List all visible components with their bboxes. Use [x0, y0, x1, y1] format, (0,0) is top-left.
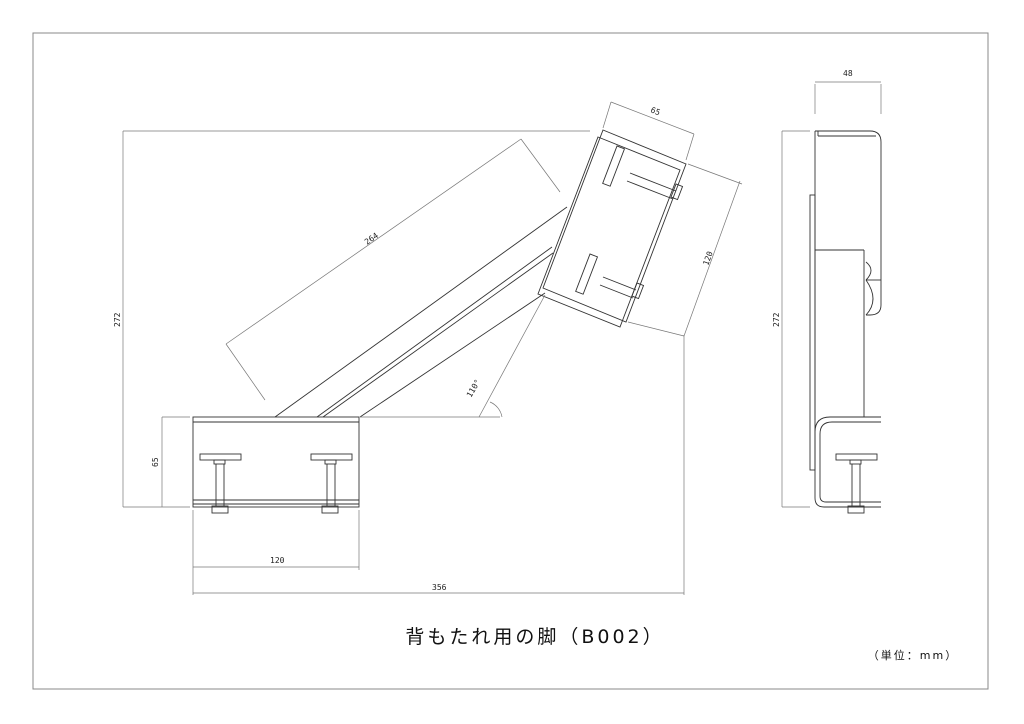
top-bolt-upper: [602, 145, 684, 201]
clamp-bolt-left: [199, 453, 242, 514]
clamp-bolt-right: [310, 453, 353, 514]
dim-top-bracket-width: 65: [649, 105, 661, 117]
dim-side-width: 48: [843, 69, 853, 78]
dim-top-bracket-length: 120: [701, 250, 714, 267]
side-profile: [815, 130, 882, 316]
unit-note: （単位：mm）: [867, 649, 959, 662]
dim-total-width: 356: [432, 583, 447, 592]
side-clamp: [814, 416, 881, 508]
drawing-frame: [32, 32, 989, 690]
base-bracket: [192, 416, 360, 508]
dim-side-height: 272: [772, 312, 781, 327]
side-dimensions: [781, 81, 882, 508]
dim-total-height: 272: [113, 312, 122, 327]
side-plate: [809, 194, 816, 471]
top-bracket: [537, 129, 687, 328]
drawing-title: 背もたれ用の脚（B002）: [405, 626, 665, 648]
dim-arm-length: 264: [363, 231, 380, 247]
dim-angle: 110°: [465, 378, 482, 399]
dim-base-height: 65: [151, 457, 160, 467]
top-bolt-lower: [575, 253, 645, 300]
front-view: [192, 129, 687, 514]
inclined-arm: [274, 206, 568, 418]
dim-base-width: 120: [270, 556, 285, 565]
side-view: [809, 130, 882, 514]
front-dimensions: [122, 101, 743, 595]
